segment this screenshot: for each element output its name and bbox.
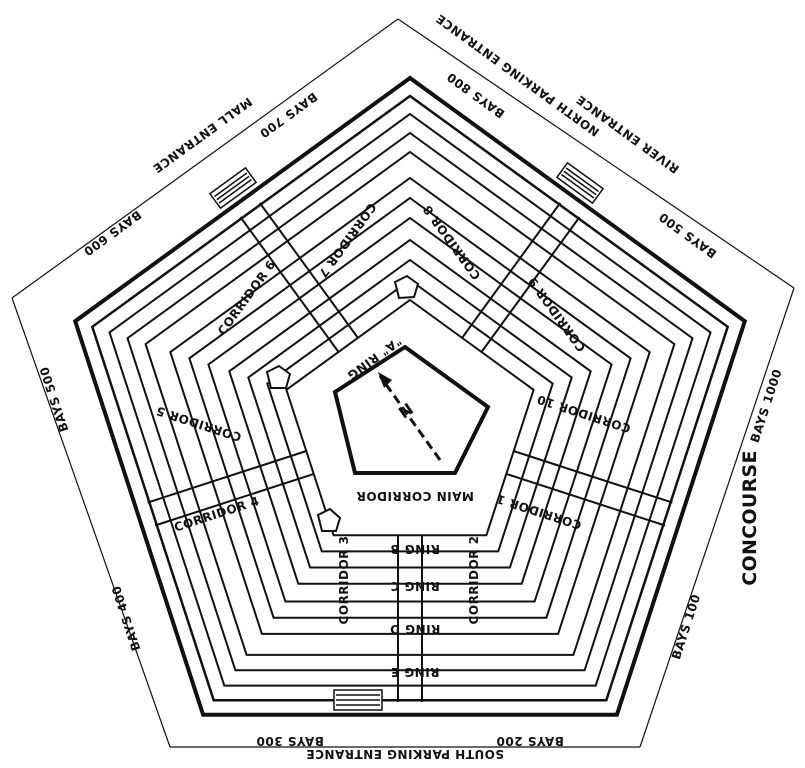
corridor-9-label: CORRIDOR 9 (525, 274, 589, 354)
corridor-3-label: CORRIDOR 3 (337, 536, 351, 625)
ring-outline-2 (90, 94, 730, 702)
corridor-spoke-2-2 (505, 472, 666, 527)
ring-outline-12 (285, 298, 535, 537)
dimension-lines (11, 18, 795, 748)
bays-100-label: BAYS 100 (669, 592, 703, 661)
ring-c-label: RING C (390, 579, 440, 593)
courtyard-pentagon (332, 344, 491, 475)
bays-800-label: BAYS 800 (444, 70, 507, 121)
bays-500-left-label: BAYS 500 (37, 365, 71, 434)
north-arrow-head (378, 372, 392, 388)
bays-1000-label: BAYS 1000 (748, 367, 785, 444)
ring-outline-4 (126, 131, 694, 672)
ring-outline-8 (207, 216, 613, 603)
ring-outline-11 (266, 278, 554, 553)
ring-b-label: RING B (390, 542, 440, 556)
mall-entrance-label: MALL ENTRANCE (150, 95, 255, 176)
bays-600-label: BAYS 600 (81, 208, 144, 259)
bays-400-label: BAYS 400 (109, 584, 143, 653)
corridor-spoke-4-1 (154, 472, 315, 527)
corridor-spoke-5-2 (258, 202, 359, 339)
ring-outline-6 (169, 176, 651, 635)
corridor-spoke-1-2 (480, 216, 581, 353)
bays-700-label: BAYS 700 (257, 90, 320, 141)
ring-outline-5 (144, 150, 676, 656)
mall-stairs (208, 166, 258, 210)
corridor-2-label: CORRIDOR 2 (467, 536, 481, 625)
bays-500-right-label: BAYS 500 (656, 210, 719, 261)
main-corridor-label: MAIN CORRIDOR (356, 489, 474, 503)
corridor-spoke-1-1 (461, 202, 562, 339)
ring-e-label: RING E (391, 665, 440, 679)
river-stairs (555, 161, 605, 205)
ring-outline-3 (108, 112, 712, 687)
ring-outline-10 (247, 258, 573, 569)
concourse-label: CONCOURSE (739, 450, 761, 586)
south-parking-entrance-label: SOUTH PARKING ENTRANCE (306, 747, 504, 761)
ring-outlines (72, 75, 748, 717)
ring-d-label: RING D (390, 622, 441, 636)
entrance-stairs (208, 161, 605, 711)
corridor-spoke-2-1 (513, 450, 673, 504)
bays-300-label: BAYS 300 (256, 734, 324, 748)
central-courtyard: N (332, 344, 491, 475)
bays-200-label: BAYS 200 (496, 734, 564, 748)
south-stairs (333, 689, 383, 711)
corridor-spoke-5-1 (239, 216, 340, 353)
corridor-1-label: CORRIDOR 1 (494, 491, 583, 532)
hexagon-markers (265, 274, 420, 532)
north-arrow (378, 375, 442, 461)
corridor-spokes (147, 202, 673, 702)
ring-outline-7 (188, 196, 632, 619)
ring-outline-1 (72, 75, 748, 717)
ring-outline-9 (228, 238, 592, 585)
corridor-spoke-4-2 (147, 450, 307, 504)
